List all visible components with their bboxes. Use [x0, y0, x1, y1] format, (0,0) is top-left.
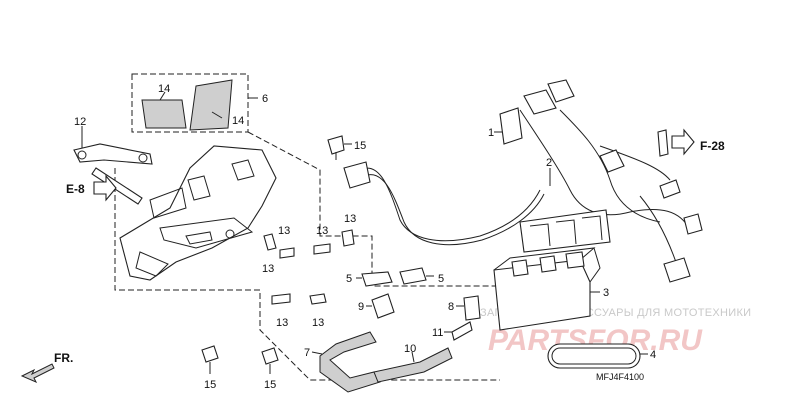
part-15-bolt-left: [201, 345, 219, 363]
part-5-clips: [361, 267, 427, 287]
callout-4: 4: [650, 349, 656, 361]
part-15-bolt-top: [327, 135, 345, 160]
part-11-tube: [451, 321, 473, 341]
callout-2: 2: [546, 157, 552, 169]
part-12-bracket: [73, 143, 153, 205]
part-13-clips: [263, 229, 355, 305]
diagram-code: MFJ4F4100: [596, 372, 644, 382]
callout-5-right: 5: [438, 273, 444, 285]
callout-7: 7: [304, 347, 310, 359]
callout-3: 3: [603, 287, 609, 299]
callout-8: 8: [448, 301, 454, 313]
callout-15-right: 15: [264, 379, 276, 391]
e8-reference-arrow: [93, 174, 117, 202]
part-14-pads: [141, 79, 233, 131]
callout-14-top: 14: [158, 83, 170, 95]
part-10-tube: [373, 347, 453, 383]
part-3-control-unit: [493, 247, 601, 331]
part-9-clip: [371, 293, 395, 319]
part-15-bolt-right: [261, 347, 279, 365]
callout-1: 1: [488, 127, 494, 139]
part-1-connector: [499, 107, 523, 145]
callout-13-e: 13: [276, 317, 288, 329]
callout-13-a: 13: [278, 225, 290, 237]
callout-15-top: 15: [354, 140, 366, 152]
callout-9: 9: [358, 301, 364, 313]
reference-f28: F-28: [700, 139, 725, 153]
callout-14-bottom: 14: [232, 115, 244, 127]
callout-13-f: 13: [312, 317, 324, 329]
callout-15-left: 15: [204, 379, 216, 391]
part-8-holder: [463, 295, 481, 321]
callout-13-d: 13: [262, 263, 274, 275]
part-7-tube: [319, 331, 381, 393]
callout-10: 10: [404, 343, 416, 355]
callout-13-c: 13: [344, 213, 356, 225]
callout-5-left: 5: [346, 273, 352, 285]
front-direction-arrow: [20, 363, 55, 383]
part-4-seal-ring: [547, 343, 641, 369]
callout-11: 11: [432, 327, 443, 339]
f28-reference-arrow: [657, 128, 695, 157]
callout-6: 6: [262, 93, 268, 105]
reference-e8: E-8: [66, 182, 85, 196]
callout-13-b: 13: [316, 225, 328, 237]
part-2-wire-harness: [343, 79, 703, 283]
part-6-bracket-tray: [119, 145, 277, 281]
front-label: FR.: [54, 351, 73, 365]
callout-12: 12: [74, 116, 86, 128]
